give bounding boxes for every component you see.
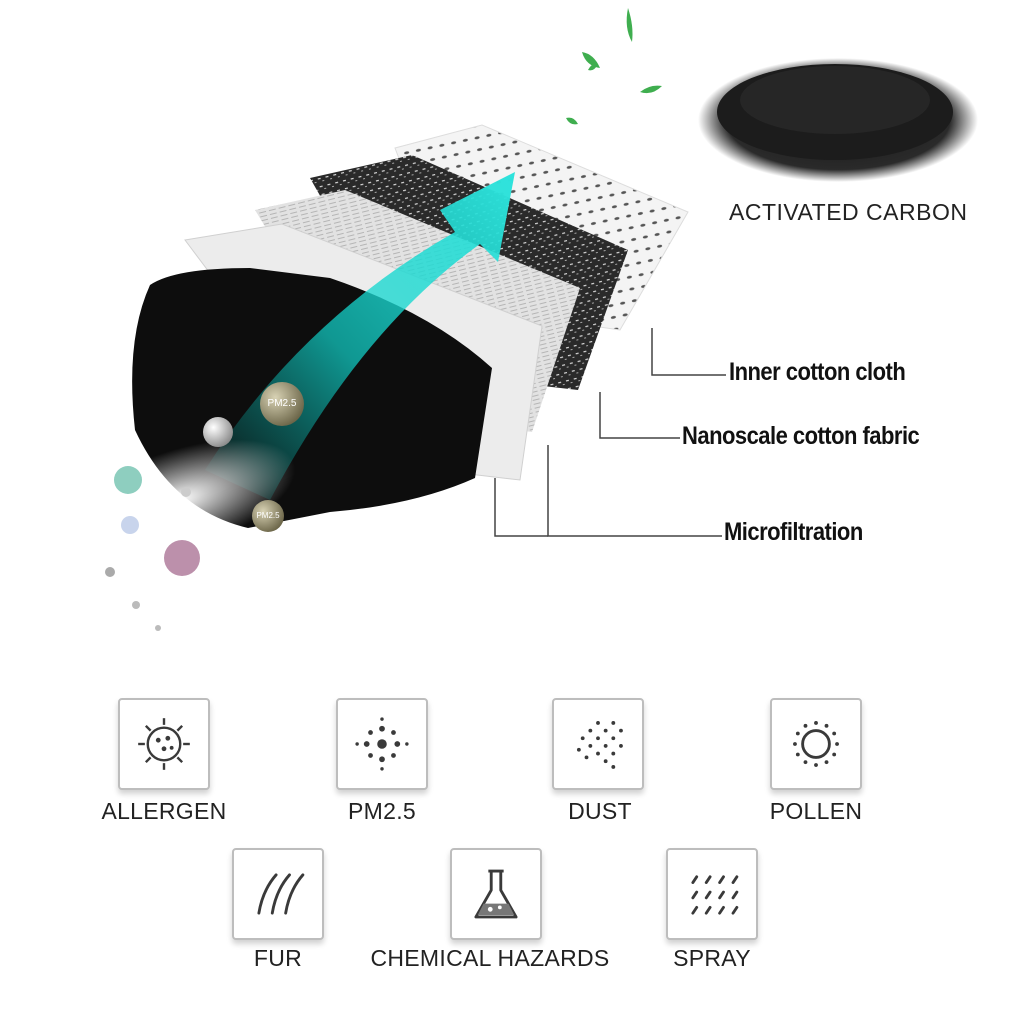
breath-cloud [64, 439, 296, 561]
chemical-hazards-icon [450, 848, 542, 940]
pm25-particle-label-large: PM2.5 [267, 398, 297, 409]
chemical-hazards-caption: CHEMICAL HAZARDS [370, 945, 610, 971]
fur-caption: FUR [253, 945, 303, 971]
pm25-caption: PM2.5 [348, 798, 416, 824]
pollen-caption: POLLEN [769, 798, 863, 824]
allergen-caption: ALLERGEN [101, 798, 227, 824]
mask-layers-illustration [64, 8, 978, 631]
activated-carbon-label: ACTIVATED CARBON [729, 199, 968, 225]
spray-icon [666, 848, 758, 940]
particle-group [105, 382, 304, 631]
nanoscale-cotton-fabric-label: Nanoscale cotton fabric [682, 422, 920, 450]
leaf-decoration [566, 8, 662, 125]
activated-carbon-pile [698, 58, 978, 182]
fur-icon [232, 848, 324, 940]
inner-cotton-cloth-label: Inner cotton cloth [729, 358, 906, 386]
spray-caption: SPRAY [673, 945, 751, 971]
microfiltration-label: Microfiltration [724, 518, 863, 546]
dust-icon [552, 698, 644, 790]
allergen-icon [118, 698, 210, 790]
callout-lines [494, 328, 726, 537]
dust-caption: DUST [568, 798, 632, 824]
pollen-icon [770, 698, 862, 790]
pm25-particle-label-small: PM2.5 [256, 511, 280, 520]
pm25-icon [336, 698, 428, 790]
